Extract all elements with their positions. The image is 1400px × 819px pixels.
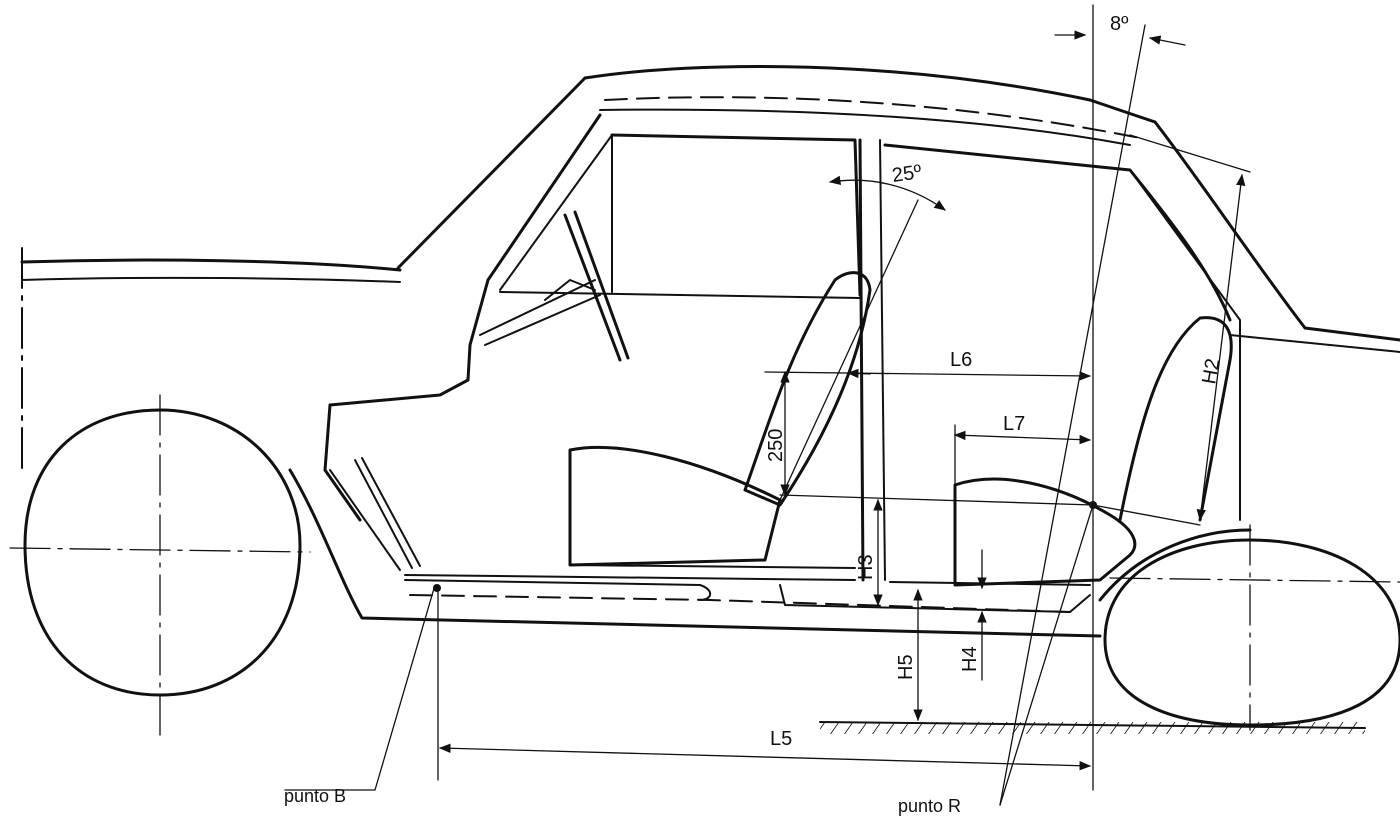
dim-l5-line	[438, 743, 1092, 771]
roof-inner-line	[599, 108, 1131, 146]
dim-l6-label: L6	[950, 349, 972, 371]
hood-outline	[20, 258, 402, 272]
roof-dashed-line	[604, 96, 1141, 139]
steering-wheel	[563, 210, 630, 362]
dim-l5-label: L5	[770, 728, 792, 750]
angle-8-dim-right	[1148, 35, 1186, 46]
rear-window-outline	[1153, 120, 1307, 330]
front-seat-backrest	[743, 271, 872, 507]
b-pillar-inner	[879, 139, 886, 581]
front-seat-cushion	[568, 446, 782, 567]
front-window-frame	[610, 133, 862, 297]
roof-tangent-line	[1129, 134, 1251, 173]
trunk-inner-line	[1229, 334, 1400, 353]
rear-wheel-outline	[1103, 538, 1400, 727]
point-r-label: punto R	[898, 796, 961, 816]
point-b-leader	[284, 584, 436, 791]
dim-l7-line	[953, 430, 1092, 445]
rear-seat-cushion	[953, 477, 1137, 587]
dim-l6-line	[764, 371, 1092, 381]
dim-250-label: 250	[765, 429, 787, 462]
angle-25-label: 25º	[891, 161, 924, 187]
front-fender	[323, 403, 362, 522]
point-b-marker	[433, 584, 441, 592]
floor-dashed-line	[409, 594, 1071, 613]
steering-assembly	[479, 210, 630, 362]
angle-25-arc	[828, 175, 946, 211]
dim-h4-label: H4	[959, 646, 981, 672]
a-pillar-line	[499, 134, 613, 291]
dim-l6-tick	[846, 368, 871, 379]
front-wheel	[9, 394, 311, 736]
rear-window-frame	[883, 143, 1232, 322]
point-r-marker	[1089, 501, 1097, 509]
front-seat	[568, 271, 872, 569]
windshield-outline	[396, 76, 587, 270]
rear-seat-backrest	[1118, 316, 1233, 522]
a-pillar-inner	[328, 113, 602, 407]
door-panel-line	[329, 469, 401, 571]
roof-outline	[583, 64, 1157, 124]
dim-h5-label: H5	[895, 654, 917, 680]
rear-wheel-arch	[1098, 528, 1252, 602]
door-bottom-front	[404, 574, 856, 581]
front-wheel-outline	[23, 408, 302, 697]
front-seat-base	[569, 564, 856, 569]
dim-l7-label: L7	[1003, 413, 1025, 435]
floor-line	[404, 579, 712, 601]
backrest-line-25deg	[779, 199, 919, 501]
seat-reference-line	[779, 494, 1201, 526]
labels: 8º 25º L6 L7 L5 250 H2 H3 H4 H5 punto B …	[284, 13, 1224, 816]
dim-h2-label: H2	[1198, 357, 1224, 386]
steering-column	[479, 279, 601, 346]
rear-wheel-h-axis	[1109, 577, 1400, 583]
torso-line-8deg	[999, 24, 1146, 806]
front-window-sill	[499, 291, 861, 299]
point-b-label: punto B	[284, 786, 346, 806]
sill-outline	[288, 468, 1102, 638]
construction-lines	[284, 4, 1251, 806]
angle-8-label: 8º	[1110, 13, 1129, 35]
door-trim-strip	[354, 457, 421, 569]
dimensions	[437, 30, 1246, 781]
trunk-outline	[1303, 326, 1400, 342]
rear-floor-line	[779, 584, 1091, 613]
b-pillar	[858, 138, 865, 582]
point-r-leader	[999, 504, 1094, 806]
hood-inner-line	[21, 276, 401, 283]
rear-wheel	[1098, 524, 1400, 731]
dim-h2-line	[1196, 173, 1246, 522]
rear-window-edge	[1129, 169, 1241, 521]
dim-h3-label: H3	[855, 554, 877, 580]
